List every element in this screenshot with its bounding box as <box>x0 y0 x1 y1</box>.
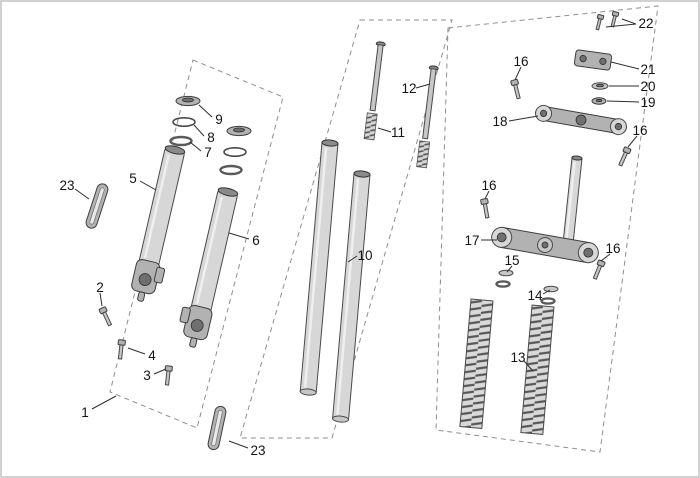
callout-20: 20 <box>640 79 655 94</box>
part-fork-cap-right <box>226 125 252 137</box>
callout-16-upper-right: 16 <box>632 123 647 138</box>
callout-13: 13 <box>510 350 525 365</box>
part-fork-leg-left <box>131 145 186 302</box>
callout-3: 3 <box>143 368 151 383</box>
callout-16-mid-left: 16 <box>481 178 496 193</box>
callout-16-top: 16 <box>513 54 528 69</box>
part-washer-left <box>172 117 196 128</box>
callout-9: 9 <box>215 112 223 127</box>
callout-17: 17 <box>464 233 479 248</box>
callout-23-bottom: 23 <box>250 443 265 458</box>
part-outer-tube-a <box>299 139 339 396</box>
part-outer-tube-b <box>332 170 371 423</box>
part-washer-right <box>223 147 247 158</box>
callout-12: 12 <box>401 81 416 96</box>
callout-5: 5 <box>129 171 137 186</box>
callout-10: 10 <box>357 248 372 263</box>
part-oring-right <box>219 164 243 176</box>
callout-7: 7 <box>204 145 212 160</box>
leader-lines <box>74 18 640 449</box>
callout-16-lower-right: 16 <box>605 241 620 256</box>
part-washer-set-15 <box>495 269 514 288</box>
part-upper-triple-clamp <box>535 104 627 136</box>
part-fork-leg-right <box>179 187 239 348</box>
part-fork-cap-left <box>175 95 201 107</box>
group-outline-right <box>435 5 659 453</box>
part-washer-20 <box>591 82 609 90</box>
part-protector-strip-bottom <box>207 405 227 451</box>
callout-11: 11 <box>391 125 405 140</box>
callout-6: 6 <box>252 233 260 248</box>
callout-4: 4 <box>148 348 156 363</box>
group-outline-middle <box>239 19 453 439</box>
part-spring-right <box>520 304 555 436</box>
callout-18: 18 <box>492 114 507 129</box>
callout-19: 19 <box>640 95 655 110</box>
callout-14: 14 <box>527 288 543 303</box>
part-handlebar-riser <box>573 49 613 71</box>
part-lower-triple-clamp <box>491 226 599 264</box>
part-damper-rod-right <box>416 65 439 169</box>
part-nut-19 <box>591 97 607 105</box>
callout-1: 1 <box>81 405 89 420</box>
callout-15: 15 <box>504 253 519 268</box>
part-oring-left <box>169 135 193 147</box>
callout-2: 2 <box>96 280 104 295</box>
part-protector-strip-left <box>85 183 109 229</box>
group-outline-left <box>109 59 284 429</box>
callout-8: 8 <box>207 130 215 145</box>
callout-22: 22 <box>638 16 653 31</box>
part-damper-rod-left <box>363 41 386 141</box>
callout-23-left: 23 <box>59 178 74 193</box>
callout-21: 21 <box>640 62 655 77</box>
part-spring-seat-14 <box>540 285 559 305</box>
part-spring-left <box>459 298 494 430</box>
